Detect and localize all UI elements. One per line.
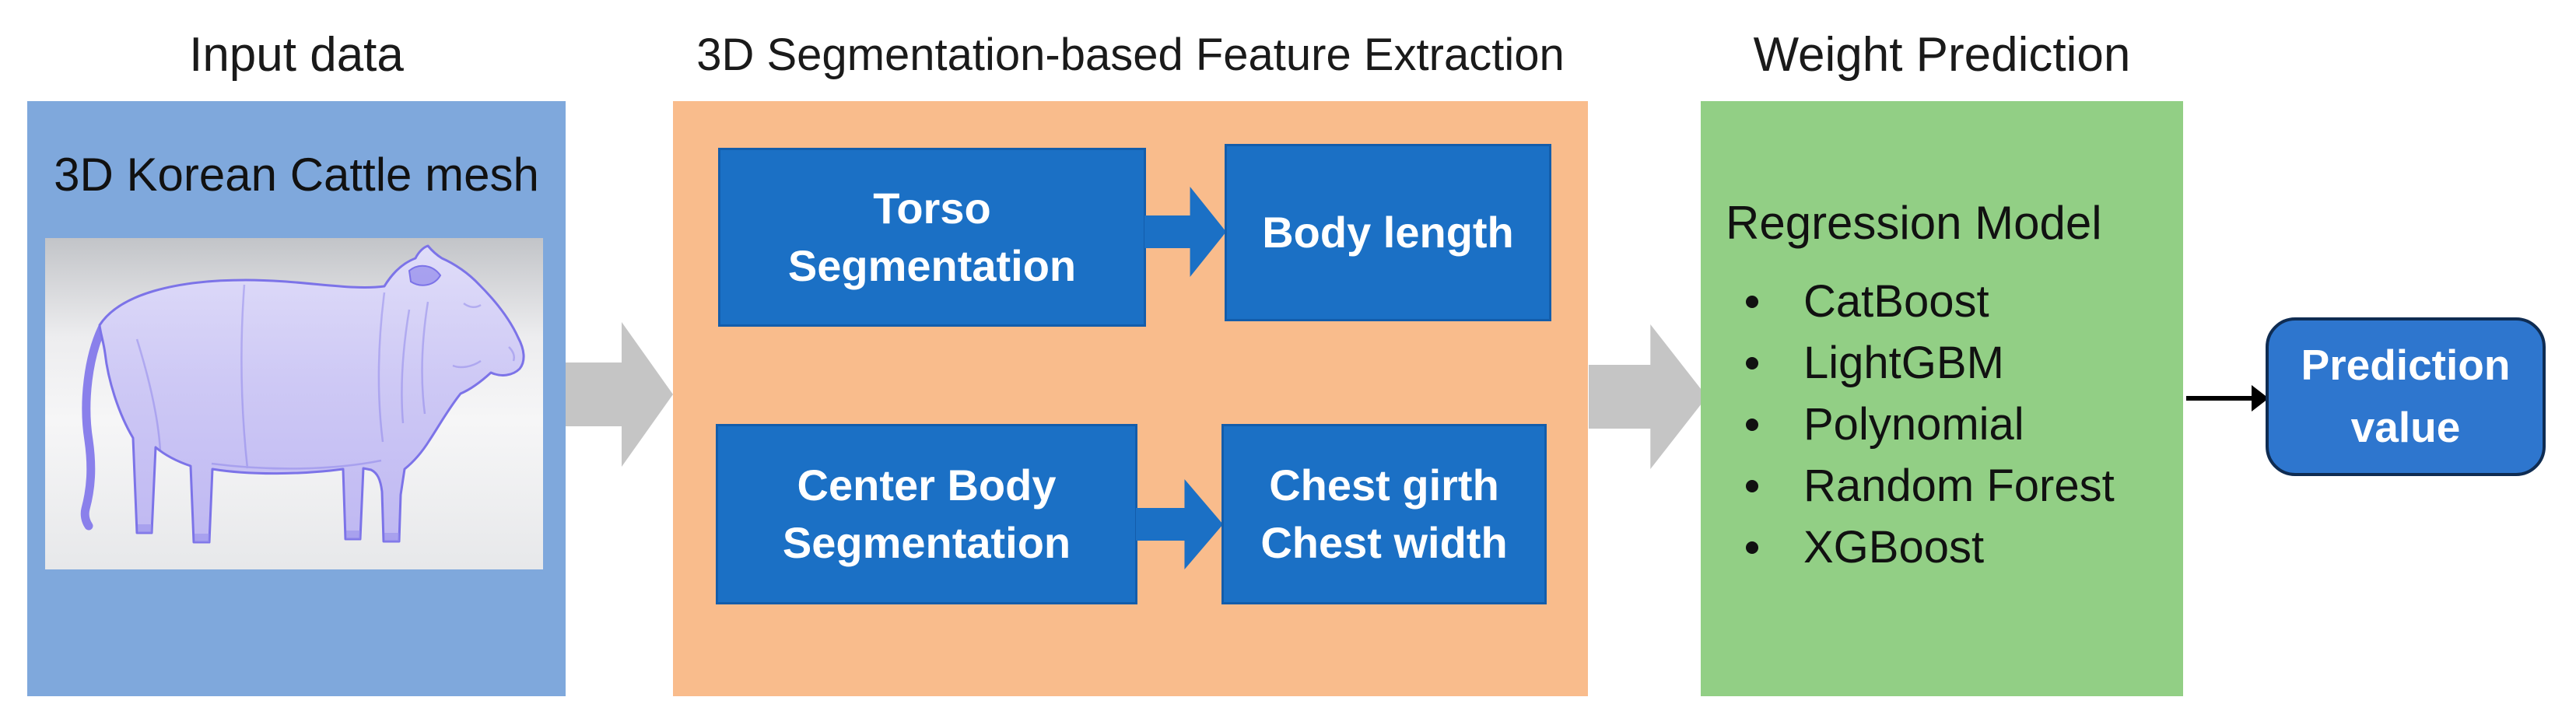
regression-model-heading: Regression Model — [1726, 197, 2102, 249]
cow-tail — [80, 324, 107, 531]
input-panel-label: 3D Korean Cattle mesh — [54, 149, 539, 201]
input-data-panel: 3D Korean Cattle mesh — [27, 101, 566, 696]
right-arrow-icon — [1144, 187, 1226, 277]
cow-body-silhouette — [98, 244, 525, 544]
list-item: LightGBM — [1701, 332, 2183, 394]
bullet-icon — [1746, 541, 1758, 554]
center-body-segmentation-box: Center Body Segmentation — [716, 424, 1137, 604]
bullet-icon — [1746, 479, 1758, 492]
weight-prediction-section-title: Weight Prediction — [1753, 28, 2131, 82]
cow-mesh-illustration — [80, 244, 525, 544]
cow-hooves — [138, 524, 399, 542]
model-name: LightGBM — [1803, 338, 2004, 388]
model-name: Random Forest — [1803, 461, 2115, 511]
prediction-value-box: Prediction value — [2266, 317, 2546, 476]
torso-segmentation-box: Torso Segmentation — [718, 148, 1146, 327]
list-item: XGBoost — [1701, 517, 2183, 578]
center-body-line: Segmentation — [782, 518, 1071, 567]
right-arrow-icon — [1136, 479, 1223, 569]
regression-model-list: CatBoost LightGBM Polynomial Random Fore… — [1701, 271, 2183, 578]
weight-prediction-panel: Regression Model CatBoost LightGBM Polyn… — [1701, 101, 2183, 696]
model-name: CatBoost — [1803, 276, 1989, 327]
model-name: Polynomial — [1803, 399, 2024, 450]
center-body-line: Center Body — [797, 461, 1057, 510]
flow-arrow-icon — [566, 322, 673, 467]
body-length-label: Body length — [1262, 208, 1514, 257]
input-section-title: Input data — [189, 28, 404, 82]
list-item: Polynomial — [1701, 394, 2183, 455]
prediction-value-line: value — [2350, 403, 2461, 451]
bullet-icon — [1746, 295, 1758, 308]
feature-extraction-section-title: 3D Segmentation-based Feature Extraction — [696, 30, 1565, 80]
list-item: CatBoost — [1701, 271, 2183, 332]
model-name: XGBoost — [1803, 522, 1985, 573]
cow-mesh-contours — [135, 284, 515, 470]
feature-extraction-panel: Torso Segmentation Body length Center Bo… — [673, 101, 1588, 696]
chest-width-line: Chest width — [1260, 518, 1508, 567]
prediction-value-line: Prediction — [2301, 341, 2511, 390]
bullet-icon — [1746, 356, 1758, 370]
output-arrow-icon — [2186, 385, 2269, 412]
body-length-box: Body length — [1225, 144, 1551, 321]
cattle-mesh-figure — [45, 238, 543, 569]
chest-girth-line: Chest girth — [1269, 461, 1499, 510]
list-item: Random Forest — [1701, 455, 2183, 517]
chest-girth-width-box: Chest girth Chest width — [1221, 424, 1547, 604]
flow-arrow-icon — [1589, 324, 1707, 469]
torso-segmentation-line: Segmentation — [787, 241, 1077, 290]
cow-ear — [408, 264, 442, 286]
bullet-icon — [1746, 418, 1758, 431]
torso-segmentation-line: Torso — [873, 184, 991, 233]
